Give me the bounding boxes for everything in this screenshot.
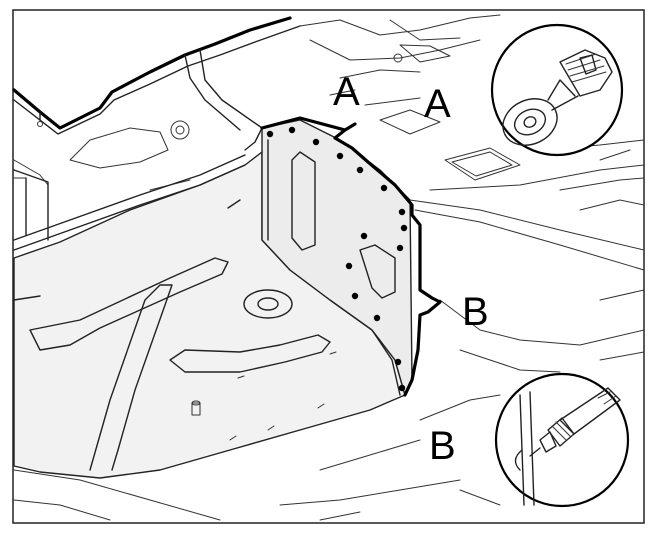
seal-outline — [260, 116, 442, 397]
attachment-holes — [266, 126, 408, 392]
label-a-upper: A — [333, 70, 360, 114]
label-a-lower: A — [424, 82, 451, 126]
push-rivet-clip-icon — [490, 23, 624, 157]
background-floor-structure — [12, 14, 645, 521]
label-b-upper: B — [462, 290, 489, 334]
label-b-lower: B — [429, 424, 456, 468]
diagram-border — [12, 9, 645, 524]
rivet-tool-icon — [494, 372, 630, 508]
